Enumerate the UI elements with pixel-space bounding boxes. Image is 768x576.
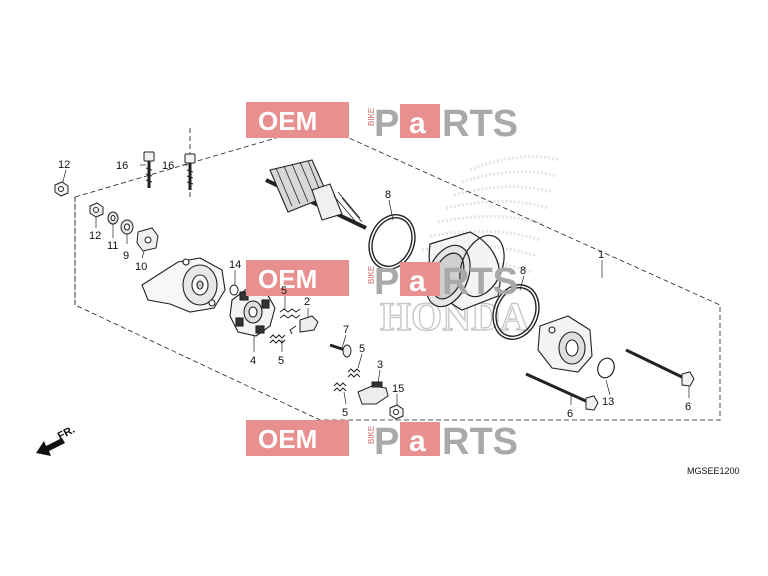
callout-label: 5 bbox=[278, 355, 284, 367]
bolt-part bbox=[184, 153, 196, 190]
callout-label: 6 bbox=[567, 408, 573, 420]
nut-part bbox=[54, 181, 69, 197]
svg-text:P: P bbox=[374, 103, 399, 145]
o-ring-part bbox=[492, 284, 540, 340]
nut-part bbox=[89, 202, 104, 218]
long-bolt-part bbox=[625, 348, 695, 387]
front-direction-indicator: FR. bbox=[36, 424, 77, 456]
svg-text:a: a bbox=[409, 425, 426, 458]
callout-label: 14 bbox=[229, 259, 241, 271]
svg-text:RTS: RTS bbox=[442, 421, 518, 463]
callout-label: 13 bbox=[602, 396, 614, 408]
drawing-code: MGSEE1200 bbox=[687, 466, 740, 476]
svg-text:FR.: FR. bbox=[56, 424, 77, 443]
terminal-bolt-part bbox=[329, 343, 352, 358]
watermark-logo: OEM BIKE P a RTS bbox=[246, 260, 518, 303]
svg-text:BIKE: BIKE bbox=[367, 266, 376, 284]
svg-text:OEM: OEM bbox=[258, 264, 317, 294]
svg-text:RTS: RTS bbox=[442, 103, 518, 145]
callout-label: 15 bbox=[392, 383, 404, 395]
rear-cover-part bbox=[537, 315, 593, 373]
brush-plate-part bbox=[357, 381, 389, 405]
washer-part bbox=[107, 211, 119, 225]
o-ring-part bbox=[229, 284, 239, 296]
callout-label: 6 bbox=[685, 401, 691, 413]
svg-text:OEM: OEM bbox=[258, 106, 317, 136]
svg-text:BIKE: BIKE bbox=[367, 426, 376, 444]
callout-label: 1 bbox=[598, 249, 604, 261]
callout-labels: 12 16 16 12 11 9 10 14 5 2 4 5 7 5 3 5 1… bbox=[58, 159, 691, 420]
spring-part bbox=[269, 334, 286, 344]
svg-text:OEM: OEM bbox=[258, 424, 317, 454]
front-cover-part bbox=[141, 257, 226, 313]
callout-label: 12 bbox=[58, 159, 70, 171]
callout-label: 11 bbox=[107, 240, 118, 252]
callout-label: 5 bbox=[281, 285, 287, 297]
long-bolt-part bbox=[525, 372, 599, 411]
insulator-part bbox=[136, 227, 159, 252]
armature-part bbox=[265, 159, 367, 230]
watermark-logo: OEM BIKE P a RTS bbox=[246, 420, 518, 463]
spring-part bbox=[279, 308, 301, 319]
svg-text:RTS: RTS bbox=[442, 261, 518, 303]
watermark-logo: OEM BIKE P a RTS bbox=[246, 102, 518, 145]
nut-part bbox=[389, 404, 404, 420]
svg-text:P: P bbox=[374, 421, 399, 463]
arrow-down-left-icon bbox=[36, 438, 65, 456]
callout-label: 5 bbox=[359, 343, 365, 355]
callout-label: 4 bbox=[250, 355, 256, 367]
svg-text:a: a bbox=[409, 265, 426, 298]
svg-text:P: P bbox=[374, 261, 399, 303]
callout-label: 9 bbox=[123, 250, 129, 262]
callout-label: 16 bbox=[162, 160, 174, 172]
callout-label: 16 bbox=[116, 160, 128, 172]
svg-text:a: a bbox=[409, 107, 426, 140]
callout-label: 7 bbox=[343, 324, 349, 336]
callout-label: 3 bbox=[377, 359, 383, 371]
callout-label: 8 bbox=[385, 189, 391, 201]
o-ring-part bbox=[597, 357, 615, 379]
brush-part bbox=[289, 315, 319, 335]
callout-label: 8 bbox=[520, 265, 526, 277]
washer-part bbox=[120, 219, 134, 235]
spring-part bbox=[333, 382, 347, 392]
callout-label: 5 bbox=[342, 407, 348, 419]
spring-part bbox=[347, 368, 361, 378]
bolt-part bbox=[143, 151, 155, 188]
callout-label: 2 bbox=[304, 296, 310, 308]
svg-text:BIKE: BIKE bbox=[367, 108, 376, 126]
callout-label: 10 bbox=[135, 261, 147, 273]
o-ring-part bbox=[368, 214, 416, 270]
callout-label: 12 bbox=[89, 230, 101, 242]
